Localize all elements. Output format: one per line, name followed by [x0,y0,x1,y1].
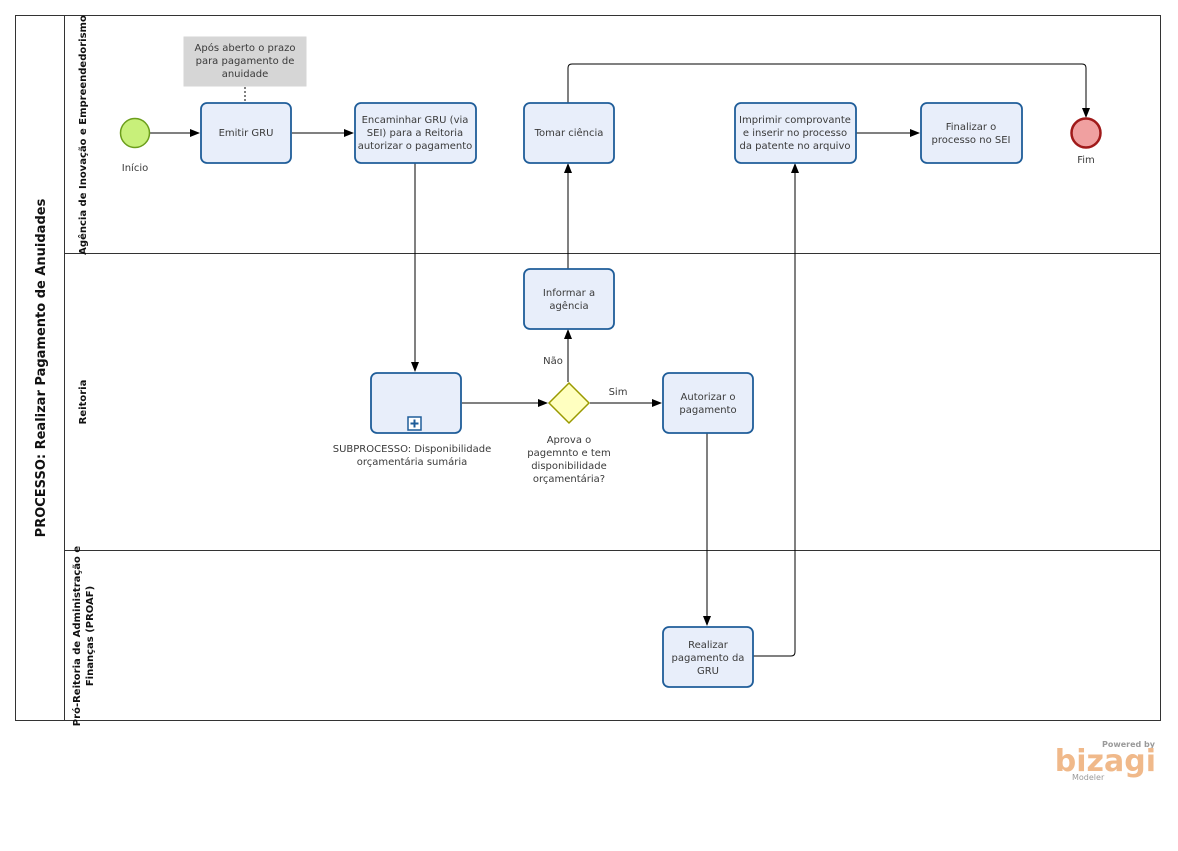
end-event-label: Fim [1077,155,1095,166]
annotation-text-1: Após aberto o prazo [195,42,296,54]
task-label: GRU [697,666,719,677]
task-label: processo no SEI [932,135,1011,146]
lane-label-agencia: Agência de Inovação e Empreendedorismo [77,15,89,255]
task-finalizar-processo: Finalizar o processo no SEI [920,102,1023,164]
bizagi-logo: bizagi [1055,744,1156,779]
task-label: agência [549,300,588,312]
exclusive-gateway [547,381,591,425]
task-label: SEI) para a Reitoria [367,128,463,139]
task-label: Tomar ciência [534,127,604,139]
start-event-label: Início [122,162,148,174]
task-autorizar-pagamento: Autorizar o pagamento [662,372,754,434]
lane-label-proaf-2: Finanças (PROAF) [85,586,96,686]
task-imprimir-comprovante: Imprimir comprovante e inserir no proces… [734,102,857,164]
task-label: Autorizar o [681,392,736,403]
modeler-text: Modeler [1072,773,1105,782]
task-label: Encaminhar GRU (via [362,115,469,126]
bizagi-branding: Powered by bizagi Modeler [1055,740,1156,782]
task-label: Imprimir comprovante [739,115,851,126]
task-label: da patente no arquivo [740,141,851,152]
plus-icon [410,419,419,428]
gateway-question-3: disponibilidade [531,461,607,472]
task-label: Finalizar o [946,122,997,133]
gateway-yes-label: Sim [609,387,628,398]
task-label: pagamento [679,405,736,416]
task-label: autorizar o pagamento [358,141,473,152]
task-realizar-pagamento: Realizar pagamento da GRU [662,626,754,688]
flow-realizar-to-imprimir [753,163,799,657]
gateway-no-label: Não [543,356,563,367]
task-encaminhar-gru: Encaminhar GRU (via SEI) para a Reitoria… [354,102,477,164]
task-label: pagamento da [672,653,745,664]
sequence-flows [150,63,1090,657]
annotation [183,36,307,87]
gateway-question-4: orçamentária? [533,473,605,485]
lane-label-reitoria: Reitoria [78,380,89,425]
task-label: Informar a [543,288,595,299]
gateway-question-2: pagemnto e tem [527,448,610,459]
task-label: Emitir GRU [219,128,274,139]
powered-by-text: Powered by [1102,740,1156,749]
pool-title: PROCESSO: Realizar Pagamento de Anuidade… [34,198,49,537]
flow-tomar-to-fim [567,63,1090,118]
start-event [119,117,151,149]
annotation-text-2: para pagamento de [196,56,295,67]
task-emitir-gru: Emitir GRU [200,102,292,164]
task-label: Realizar [688,640,729,651]
end-event [1070,117,1102,149]
lane-label-proaf: Pró-Reitoria de Administração e [71,546,83,727]
subprocess-label-2: orçamentária sumária [357,456,468,468]
annotation-text-3: anuidade [222,69,269,80]
subprocess-label-1: SUBPROCESSO: Disponibilidade [333,444,492,455]
subprocess-disponibilidade [370,372,462,434]
task-informar-agencia: Informar a agência [523,268,615,330]
gateway-question-1: Aprova o [547,435,592,446]
task-label: e inserir no processo [743,128,847,139]
task-tomar-ciencia: Tomar ciência [523,102,615,164]
